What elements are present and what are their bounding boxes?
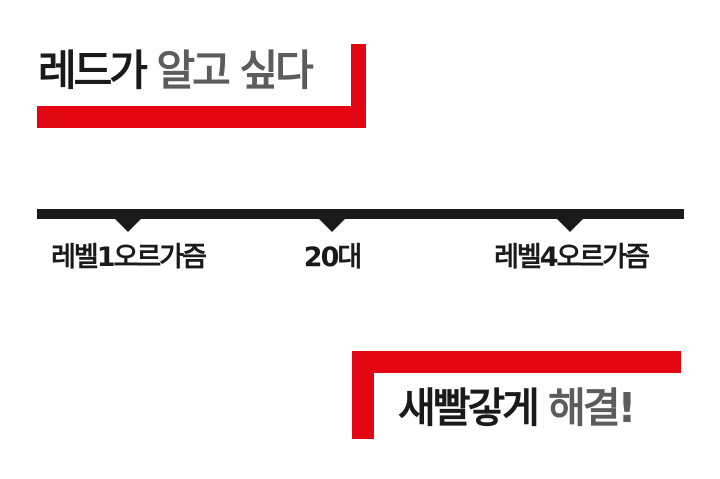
top-red-frame [37,44,366,128]
timeline-label-2: 20대 [303,242,362,273]
timeline-bar [37,209,684,219]
timeline-pointer-2 [318,218,346,232]
timeline-pointer-3 [556,218,584,232]
bottom-headline-grey-text: 해결! [548,384,636,432]
bottom-headline-dark-text: 새빨갛게 [398,384,540,432]
timeline-pointer-1 [114,218,142,232]
bottom-red-frame [352,351,681,439]
top-headline: 레드가 알고 싶다 [38,44,314,98]
top-headline-grey-text: 알고 싶다 [156,46,314,95]
top-headline-dark-text: 레드가 [38,46,148,95]
bottom-headline: 새빨갛게 해결! [398,379,636,437]
timeline-label-3: 레벨4오르가즘 [494,242,650,273]
timeline-label-1: 레벨1오르가즘 [51,242,207,273]
